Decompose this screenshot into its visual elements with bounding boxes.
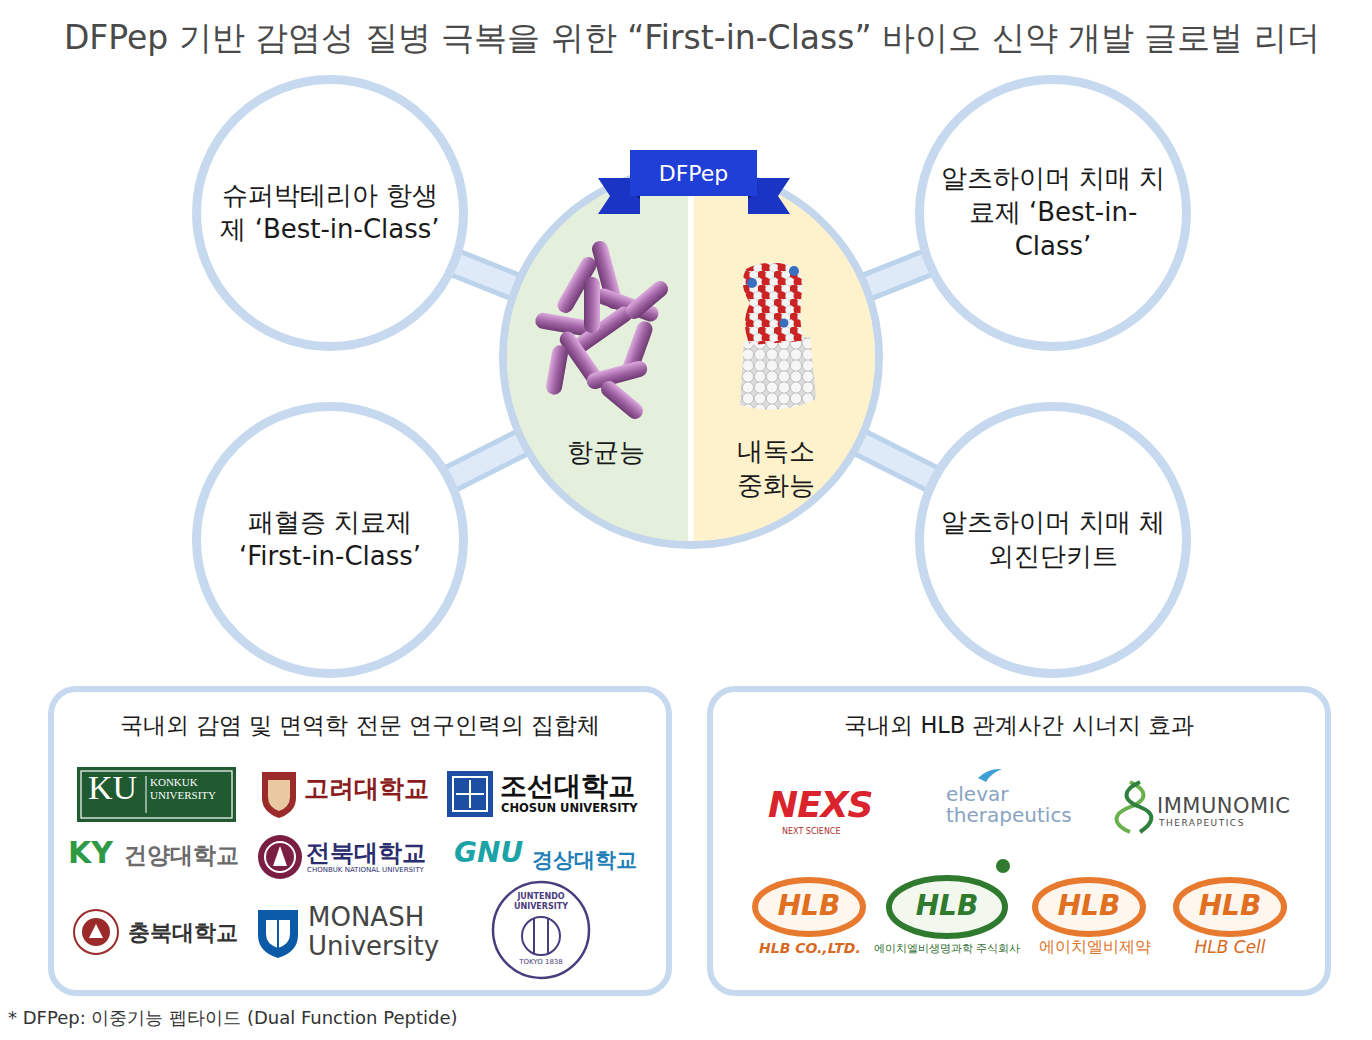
node-text: 국내외 HLB 관계사간 시너지 효과 (713, 710, 1325, 741)
half-panel: 항균능 (507, 173, 688, 541)
node-text: 내독소 중화능 (730, 435, 822, 503)
logo-text: THERAPEUTICS (1159, 818, 1245, 828)
art-part (268, 780, 290, 811)
logo-text: IMMUNOMIC (1157, 794, 1291, 818)
art-part (265, 842, 295, 872)
logo-text: KY (68, 836, 113, 871)
art-part (889, 878, 1005, 936)
logo-text: 에이치엘비제약 (1039, 938, 1139, 956)
art-part (755, 880, 863, 934)
art-part (740, 337, 816, 410)
art-part (1035, 880, 1143, 934)
logo-text: 에이치엘비생명과학 주식회사 (872, 943, 1022, 956)
logo-text: 조선대학교 (500, 770, 635, 801)
art-part (545, 344, 569, 396)
node-text: 슈퍼박테리아 항생제 ‘Best-in-Class’ (215, 179, 445, 247)
art-part (598, 378, 647, 422)
logo-text: HLB (897, 890, 997, 922)
logo-text: NEXS (768, 784, 872, 825)
logo-text: KU (88, 768, 137, 807)
logo-text: elevar therapeutics (946, 784, 1086, 826)
node-text: 알츠하이머 치매 치료제 ‘Best-in-Class’ (938, 162, 1168, 263)
art-part (277, 920, 279, 948)
art-part (522, 917, 560, 955)
art-part (146, 776, 147, 813)
node-text: 패혈증 치료제 ‘First-in-Class’ (215, 506, 445, 574)
footnote: * DFPep: 이중기능 펩타이드 (Dual Function Peptid… (8, 1008, 458, 1029)
art-part (456, 793, 484, 795)
logo-text: 건양대학교 (124, 842, 239, 868)
logo-text: 전북대학교 (306, 840, 426, 868)
logo-text: HLB (1039, 890, 1139, 922)
title-text: DFPep 기반 감염성 질병 극복을 위한 “First-in-Class” … (64, 16, 1320, 61)
art-part (82, 918, 110, 946)
node-text: 항균능 (523, 435, 688, 470)
connector-outline (859, 442, 934, 480)
logo-text: HLB (759, 890, 859, 922)
art-part (743, 263, 804, 345)
target-circle: 알츠하이머 치매 치료제 ‘Best-in-Class’ (915, 75, 1191, 351)
logo-text: HLB CO.,LTD. (759, 940, 859, 956)
art-part (747, 278, 757, 288)
logo-text: HLB (1180, 890, 1280, 922)
art-part (77, 767, 236, 822)
connector-fill (866, 263, 929, 288)
logo-text: CHOSUN UNIVERSITY (501, 802, 638, 815)
art-part (258, 910, 298, 958)
logo-text: CHONBUK NATIONAL UNIVERSITY (307, 866, 424, 874)
core-circle: 항균능 내독소 중화능 DFPep (499, 165, 883, 549)
art-part (1127, 782, 1152, 832)
logo-text: KONKUK UNIVERSITY (150, 776, 230, 801)
connector-bar (859, 442, 934, 480)
half-panel: 내독소 중화능 (694, 173, 875, 541)
art-part (789, 266, 799, 276)
art-part (623, 278, 672, 322)
connector-fill (450, 442, 524, 479)
art-part (584, 277, 600, 333)
logo-text: NEXT SCIENCE (782, 827, 841, 836)
art-part (273, 846, 287, 866)
art-part (266, 920, 290, 948)
art-part (447, 771, 493, 817)
connector-bar (454, 263, 516, 288)
logo-text: 고려대학교 (304, 775, 429, 804)
art-part (1176, 880, 1284, 934)
node-text: 알츠하이머 치매 체외진단키트 (938, 506, 1168, 574)
art-part (74, 910, 118, 954)
node-text: 국내외 감염 및 면역학 전문 연구인력의 집합체 (54, 710, 666, 741)
logo-text: JUNTENDO UNIVERSITY (506, 892, 576, 911)
connector-fill (454, 263, 516, 288)
art-part (258, 835, 302, 879)
art-part (533, 918, 535, 954)
logo-text: 경상대학교 (532, 848, 637, 872)
connector-bar (866, 263, 929, 288)
art-part (780, 319, 789, 328)
logo-text: MONASH University (308, 903, 456, 960)
logo-text: TOKYO 1838 (506, 958, 576, 966)
logo-text: 충북대학교 (128, 920, 238, 945)
connector-outline (866, 263, 929, 288)
banner-text: DFPep (630, 150, 757, 196)
connector-bar (450, 442, 524, 479)
art-part (453, 777, 487, 811)
target-circle: 알츠하이머 치매 체외진단키트 (915, 402, 1191, 678)
bacteria-illustration (507, 173, 688, 541)
connector-outline (450, 442, 524, 479)
art-part (547, 918, 549, 954)
art-part (996, 859, 1010, 873)
art-part (978, 769, 1002, 782)
art-part (262, 772, 296, 818)
connector-outline (454, 263, 516, 288)
target-circle: 패혈증 치료제 ‘First-in-Class’ (192, 402, 468, 678)
target-circle: 슈퍼박테리아 항생제 ‘Best-in-Class’ (192, 75, 468, 351)
art-part (89, 924, 103, 938)
logo-text: GNU (454, 837, 523, 869)
connector-fill (859, 442, 934, 480)
logo-text: HLB Cell (1180, 938, 1280, 958)
art-part (493, 882, 589, 978)
